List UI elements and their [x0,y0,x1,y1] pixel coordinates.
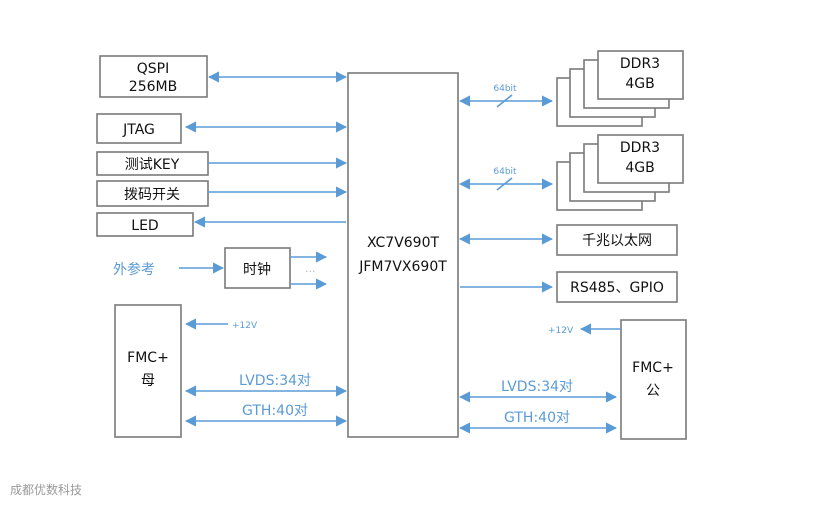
rs485-label: RS485、GPIO [570,280,664,296]
fmc-left-power-label: +12V [232,321,258,331]
fpga-label-line1: XC7V690T [367,235,440,251]
jtag-label: JTAG [122,122,155,138]
watermark: 成都优数科技 [10,482,82,497]
ddr3-bottom-label-line2: 4GB [625,160,654,176]
fmc-right-block: FMC+ 公 [620,319,687,440]
qspi-label-line1: QSPI [137,61,169,77]
ddr3-bottom-bus-slash [496,177,513,191]
fmc-left-lvds-label: LVDS:34对 [239,373,311,389]
ddr3-top-bus-width: 64bit [493,84,517,94]
dip-switch-block: 拨码开关 [96,180,209,207]
test-key-block: 测试KEY [96,151,209,176]
qspi-label-line2: 256MB [129,79,177,95]
ddr3-top-stack: DDR3 4GB [556,50,684,127]
led-block: LED [96,212,194,237]
ddr3-bottom-bus-width: 64bit [493,167,517,177]
rs485-block: RS485、GPIO [556,271,678,303]
fmc-left-label-line2: 母 [141,373,155,389]
clock-more-outputs: ··· [305,265,316,278]
ddr3-bottom-label-line1: DDR3 [620,140,660,156]
dip-switch-label: 拨码开关 [124,187,180,203]
led-label: LED [131,218,158,234]
clock-block: 时钟 [224,247,291,289]
jtag-block: JTAG [96,113,182,144]
fmc-right-label-line2: 公 [646,383,660,399]
qspi-block: QSPI 256MB [99,55,208,98]
fmc-right-lvds-label: LVDS:34对 [501,379,573,395]
fmc-right-power-label: +12V [548,326,574,336]
fpga-block: XC7V690T JFM7VX690T [347,72,459,438]
fmc-right-label-line1: FMC+ [632,360,674,376]
fmc-left-label-line1: FMC+ [127,350,169,366]
gige-block: 千兆以太网 [556,224,678,256]
ddr3-top-label-line1: DDR3 [620,56,660,72]
ddr3-top-label-line2: 4GB [625,76,654,92]
external-ref-label: 外参考 [113,261,155,278]
fpga-label-line2: JFM7VX690T [358,259,447,275]
fmc-left-gth-label: GTH:40对 [242,403,308,419]
fmc-right-gth-label: GTH:40对 [504,410,570,426]
ddr3-bottom-stack: DDR3 4GB [556,134,684,211]
clock-label: 时钟 [243,261,271,278]
fmc-left-block: FMC+ 母 [114,304,182,438]
gige-label: 千兆以太网 [582,233,652,249]
test-key-label: 测试KEY [125,157,180,173]
ddr3-top-bus-slash [496,94,513,108]
